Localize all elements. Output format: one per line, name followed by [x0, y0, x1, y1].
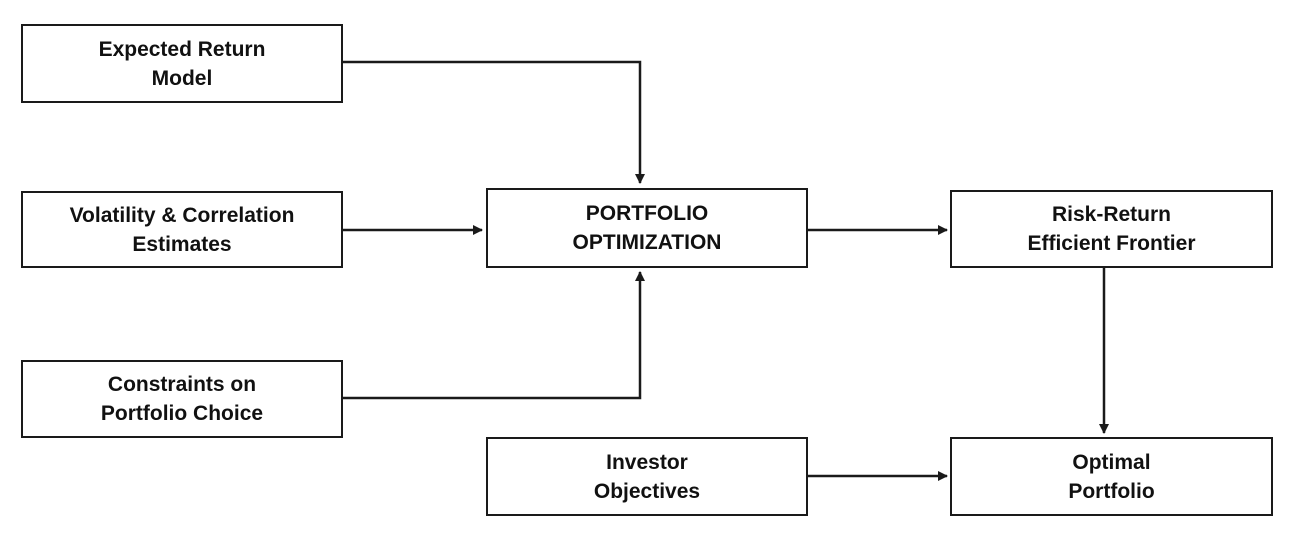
efficient-frontier-label: Risk-Return Efficient Frontier	[1027, 203, 1196, 255]
edge-constraints-to-optimization	[343, 271, 645, 400]
constraints-label: Constraints on Portfolio Choice	[100, 373, 264, 425]
constraints-box: Constraints on Portfolio Choice	[21, 360, 343, 438]
portfolio-optimization-box: PORTFOLIO OPTIMIZATION	[486, 188, 808, 268]
expected-return-model-box: Expected Return Model	[21, 24, 343, 103]
volatility-correlation-estimates-box: Volatility & Correlation Estimates	[21, 191, 343, 268]
investor-objectives-box: Investor Objectives	[486, 437, 808, 516]
volatility-correlation-estimates-label: Volatility & Correlation Estimates	[69, 203, 295, 256]
investor-objectives-label: Investor Objectives	[593, 450, 701, 503]
expected-return-model-label: Expected Return Model	[98, 37, 266, 90]
efficient-frontier-box: Risk-Return Efficient Frontier	[950, 190, 1273, 268]
optimal-portfolio-label: Optimal Portfolio	[1068, 450, 1155, 503]
optimal-portfolio-box: Optimal Portfolio	[950, 437, 1273, 516]
portfolio-optimization-label: PORTFOLIO OPTIMIZATION	[572, 202, 722, 254]
edge-expected-return-to-optimization	[343, 60, 645, 184]
